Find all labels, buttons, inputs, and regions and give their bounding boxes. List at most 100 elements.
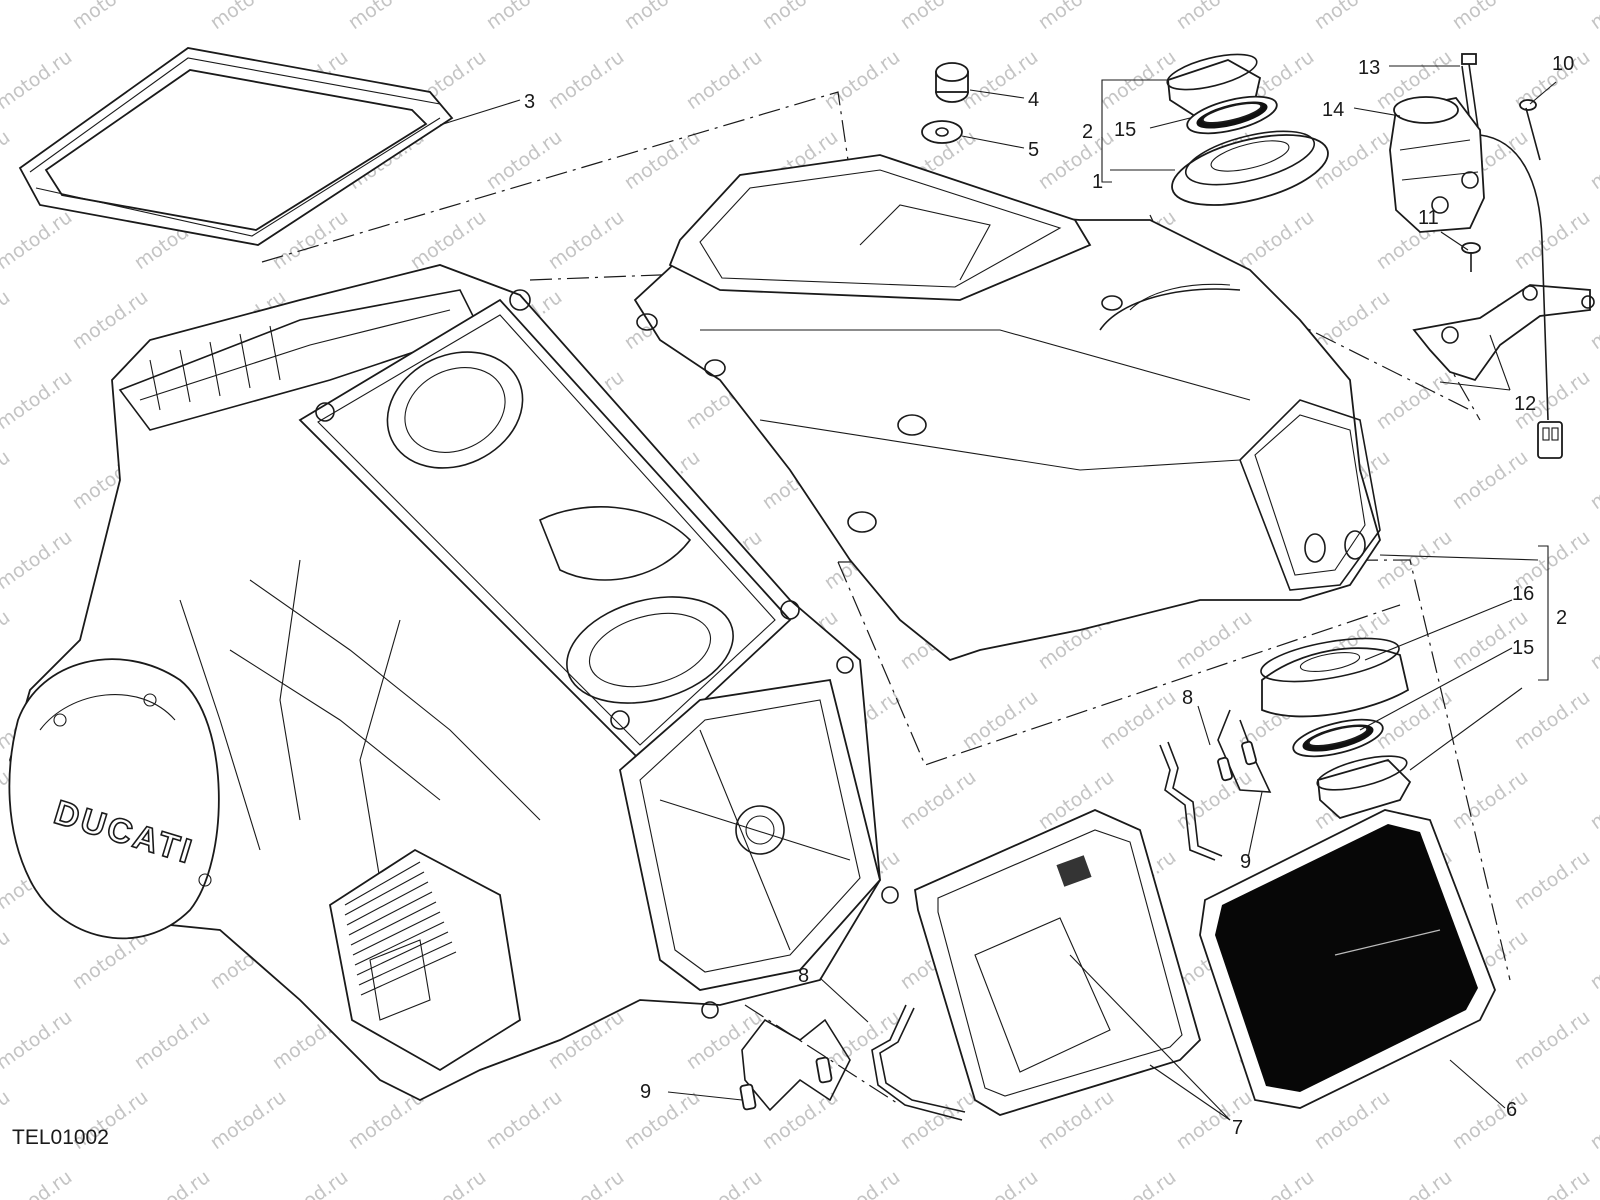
watermark-text: motod.ru [1510,1006,1594,1074]
watermark-text: motod.ru [958,1166,1042,1200]
watermark-text: motod.ru [682,1166,766,1200]
watermark-text: motod.ru [544,1166,628,1200]
watermark-text: motod.ru [758,0,842,34]
engine-assembly: DUCATI [8,264,899,1102]
watermark-text: motod.ru [1586,766,1600,834]
watermark-text: motod.ru [206,1086,290,1154]
watermark-text: motod.ru [1034,0,1118,34]
watermark-text: motod.ru [1372,1166,1456,1200]
watermark-text: motod.ru [1172,0,1256,34]
watermark-text: motod.ru [406,1166,490,1200]
watermark-text: motod.ru [344,0,428,34]
flange-part-1 [1171,130,1329,206]
watermark-text: motod.ru [1510,686,1594,754]
callout-8-right: 8 [1182,687,1193,709]
callout-14: 14 [1322,99,1344,121]
callout-11: 11 [1418,207,1439,229]
watermark-text: motod.ru [896,766,980,834]
watermark-text: motod.ru [0,1166,76,1200]
watermark-text: motod.ru [1448,1086,1532,1154]
watermark-text: motod.ru [0,366,76,434]
gasket-ring-part-3 [18,47,454,246]
watermark-text: motod.ru [0,526,76,594]
watermark-text: motod.ru [1448,446,1532,514]
callout-13: 13 [1358,57,1380,79]
watermark-text: motod.ru [1096,686,1180,754]
callout-16: 16 [1512,583,1534,605]
callout-12: 12 [1514,393,1536,415]
watermark-text: motod.ru [1234,1166,1318,1200]
watermark-text: motod.ru [482,1086,566,1154]
filter-element-part-6 [1199,809,1496,1109]
watermark-text: motod.ru [1510,206,1594,274]
watermark-text: motod.ru [1172,1086,1256,1154]
watermark-text: motod.ru [1448,0,1532,34]
watermark-text: motod.ru [1310,286,1394,354]
seal-ring-part-15-lower [1292,718,1384,758]
leader-lines [439,65,1557,1121]
watermark-text: motod.ru [1510,846,1594,914]
watermark-text: motod.ru [620,0,704,34]
watermark-text: motod.ru [0,286,14,354]
watermark-text: motod.ru [896,1086,980,1154]
watermark-text: motod.ru [482,126,566,194]
clip-part-8-right [1159,741,1223,861]
watermark-text: motod.ru [482,0,566,34]
watermark-text: motod.ru [1096,1166,1180,1200]
watermark-text: motod.ru [820,1166,904,1200]
watermark-text: motod.ru [1234,206,1318,274]
spring-clip-part-9-left [739,1018,851,1112]
watermark-text: motod.ru [130,1006,214,1074]
watermark-text: motod.ru [1586,126,1600,194]
watermark-text: motod.ru [1586,0,1600,34]
watermark-text: motod.ru [896,0,980,34]
sensor-cable [1479,134,1563,459]
watermark-text: motod.ru [1310,0,1394,34]
screw-part-11 [1461,242,1481,272]
watermark-text: motod.ru [1586,1086,1600,1154]
callout-10: 10 [1552,53,1574,75]
callout-1: 1 [1092,171,1103,193]
watermark-text: motod.ru [820,46,904,114]
cover-part-16 [1260,637,1410,718]
callout-15-top: 15 [1114,119,1136,141]
watermark-text: motod.ru [68,286,152,354]
watermark-text: motod.ru [958,686,1042,754]
watermark-text: motod.ru [130,1166,214,1200]
watermark-text: motod.ru [544,206,628,274]
watermark-text: motod.ru [620,1086,704,1154]
watermark-text: motod.ru [0,0,14,34]
callout-4: 4 [1028,89,1039,111]
nut-part-4 [935,62,969,103]
watermark-text: motod.ru [1034,126,1118,194]
watermark-text: motod.ru [1172,606,1256,674]
callout-15-lower: 15 [1512,637,1534,659]
spring-clip-part-9-right [1217,709,1272,793]
screw-part-10 [1519,99,1541,161]
callout-9-right: 9 [1240,851,1251,873]
callout-2-lower: 2 [1556,607,1567,629]
watermark-text: motod.ru [1586,606,1600,674]
watermark-text: motod.ru [758,1086,842,1154]
watermark-text: motod.ru [0,126,14,194]
watermark-text: motod.ru [0,1006,76,1074]
watermark-text: motod.ru [620,126,704,194]
callout-5: 5 [1028,139,1039,161]
watermark-text: motod.ru [0,446,14,514]
watermark-text: motod.ru [206,0,290,34]
callout-7: 7 [1232,1117,1243,1139]
watermark-text: motod.ru [1172,766,1256,834]
watermark-text: motod.ru [1448,766,1532,834]
watermark-text: motod.ru [682,1006,766,1074]
watermark-text: motod.ru [0,926,14,994]
washer-part-5 [921,120,963,144]
drawing-id: TEL01002 [12,1126,109,1149]
callout-2-top: 2 [1082,121,1093,143]
watermark-text: motod.ru [0,606,14,674]
sleeve-part-2-lower [1316,755,1412,820]
watermark-text: motod.ru [0,206,76,274]
callout-3: 3 [524,91,535,113]
watermark-text: motod.ru [682,46,766,114]
